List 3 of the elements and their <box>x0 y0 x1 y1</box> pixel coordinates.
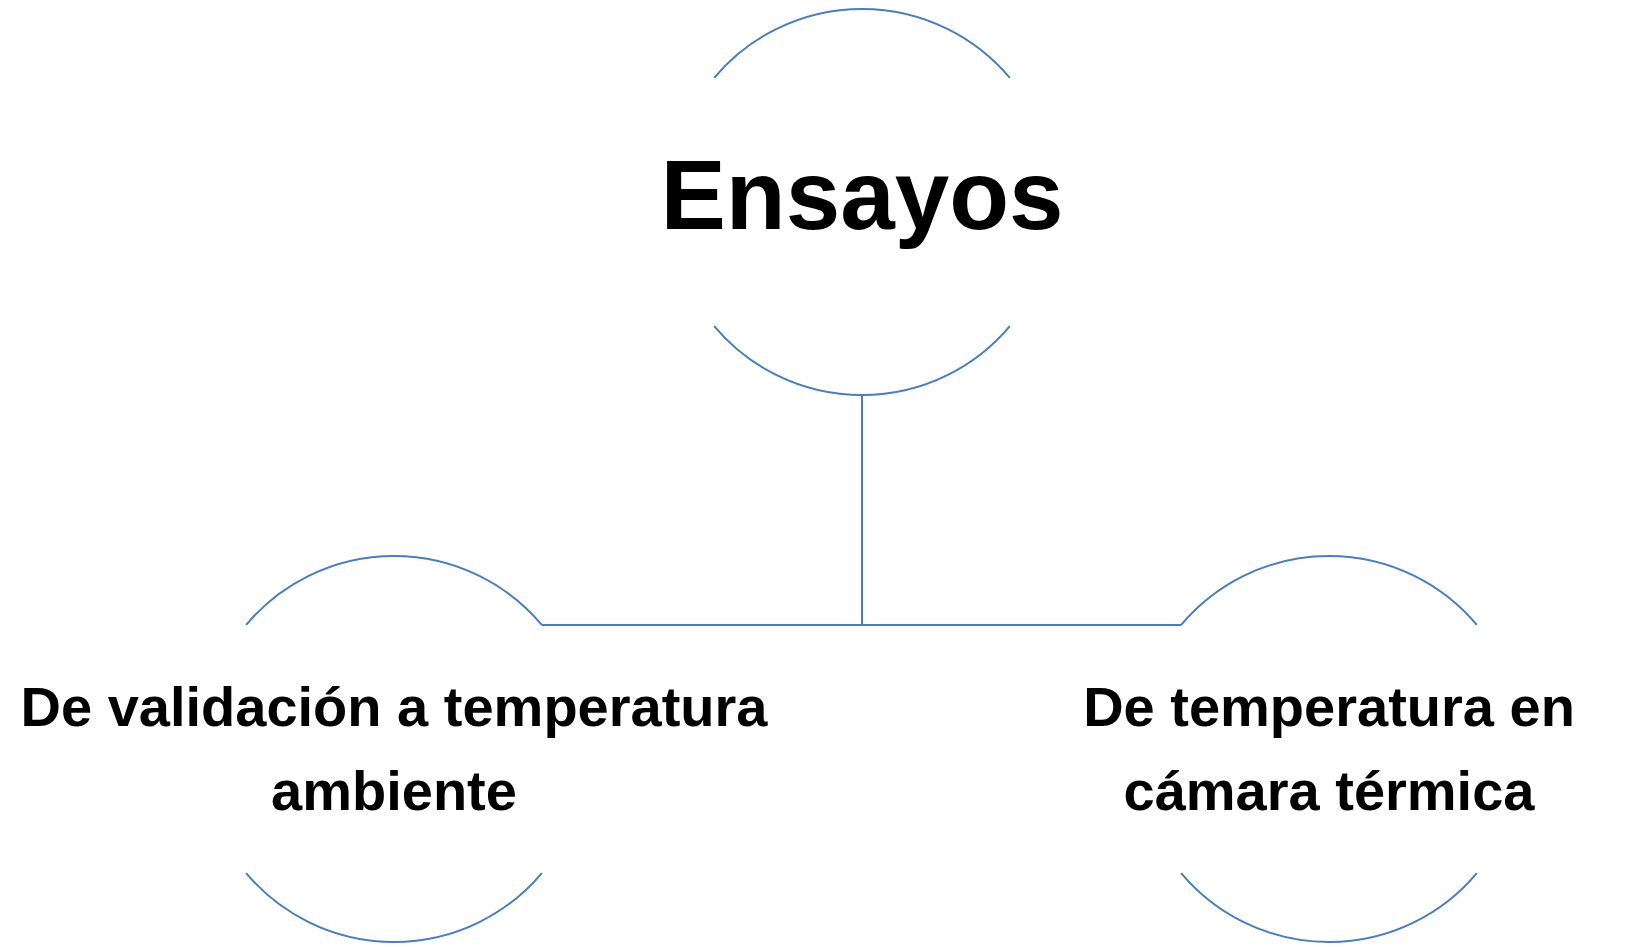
node-label: Ensayos <box>660 138 1064 252</box>
node-label: De validación a temperatura ambiente <box>19 674 769 824</box>
node-label: De temperatura en cámara térmica <box>1082 674 1576 824</box>
